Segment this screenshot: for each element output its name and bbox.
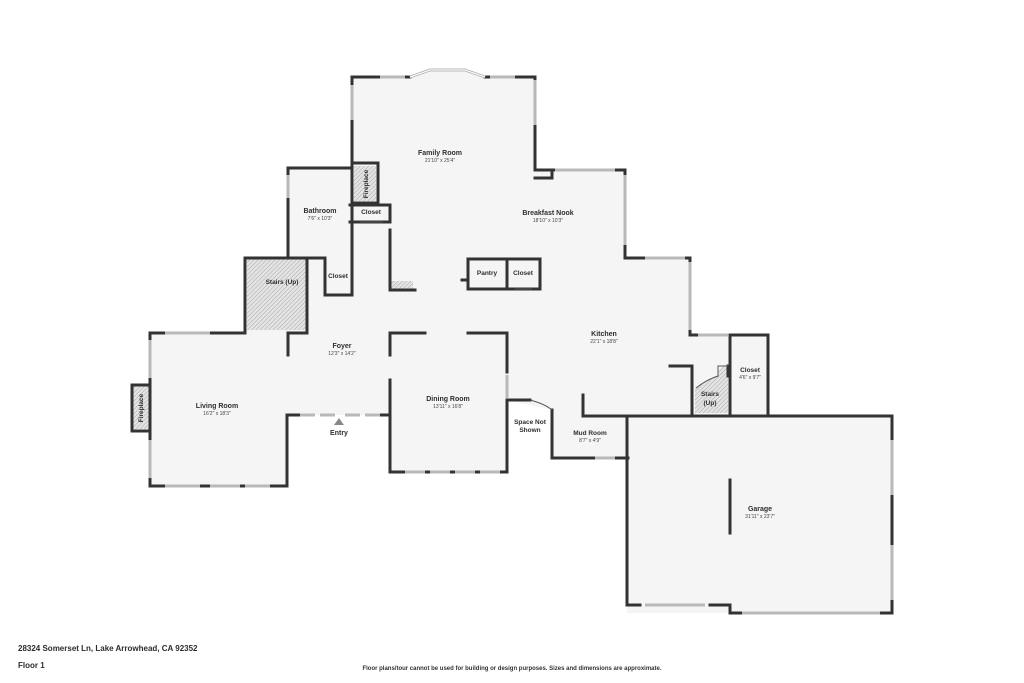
breakfast-nook-dims: 18'10" x 10'3" [533, 218, 563, 224]
bathroom-label: Bathroom [303, 208, 336, 215]
living-room-label: Living Room [196, 403, 238, 410]
stairs-right-hatch [695, 366, 728, 413]
garage-label: Garage [748, 506, 772, 513]
entry-arrow-icon [334, 418, 344, 425]
dining-room-dims: 13'11" x 16'8" [433, 404, 463, 410]
mud-room-label: Mud Room [573, 430, 607, 437]
stairs-left-label: Stairs (Up) [266, 279, 299, 286]
entry-label: Entry [330, 430, 348, 437]
pantry-closet-label: Closet [513, 270, 534, 277]
floor-label: Floor 1 [18, 661, 45, 670]
kitchen-dims: 22'1" x 18'8" [590, 339, 618, 345]
foyer-dims: 12'3" x 14'2" [328, 351, 356, 357]
living-room-dims: 16'2" x 18'3" [203, 411, 231, 417]
disclaimer-text: Floor plans/tour cannot be used for buil… [362, 666, 662, 672]
small-hatch [391, 281, 413, 289]
fireplace-left-hatch [133, 386, 149, 429]
stairs-right-label-line1: Stairs [701, 391, 719, 398]
floor-fills [150, 70, 892, 613]
space-not-shown-label-line1: Space Not [514, 419, 547, 426]
family-room-dims: 21'10" x 25'4" [425, 158, 455, 164]
fireplace-left-label: Fireplace [138, 393, 145, 422]
pantry-label: Pantry [477, 270, 498, 277]
closet-right-dims: 4'6" x 9'7" [739, 375, 761, 381]
door-details [360, 221, 728, 411]
kitchen-label: Kitchen [591, 331, 617, 338]
stairs-closet-label: Closet [328, 273, 349, 280]
bath-closet-label: Closet [361, 209, 382, 216]
closet-right-label: Closet [740, 367, 761, 374]
space-not-shown-label-line2: Shown [519, 427, 540, 434]
stairs-left-hatch [247, 259, 307, 330]
stairs-right-label-line2: (Up) [704, 400, 717, 407]
windows [148, 68, 894, 615]
mud-room-dims: 8'7" x 4'9" [579, 438, 601, 444]
fireplace-top-hatch [354, 166, 376, 201]
property-address: 28324 Somerset Ln, Lake Arrowhead, CA 92… [18, 644, 198, 653]
foyer-label: Foyer [332, 343, 351, 350]
family-room-label: Family Room [418, 150, 462, 157]
bathroom-dims: 7'6" x 10'3" [308, 216, 333, 222]
fireplace-top-label: Fireplace [363, 169, 370, 198]
dining-room-label: Dining Room [426, 396, 470, 403]
garage-dims: 31'11" x 23'7" [745, 514, 775, 520]
breakfast-nook-label: Breakfast Nook [522, 210, 573, 217]
